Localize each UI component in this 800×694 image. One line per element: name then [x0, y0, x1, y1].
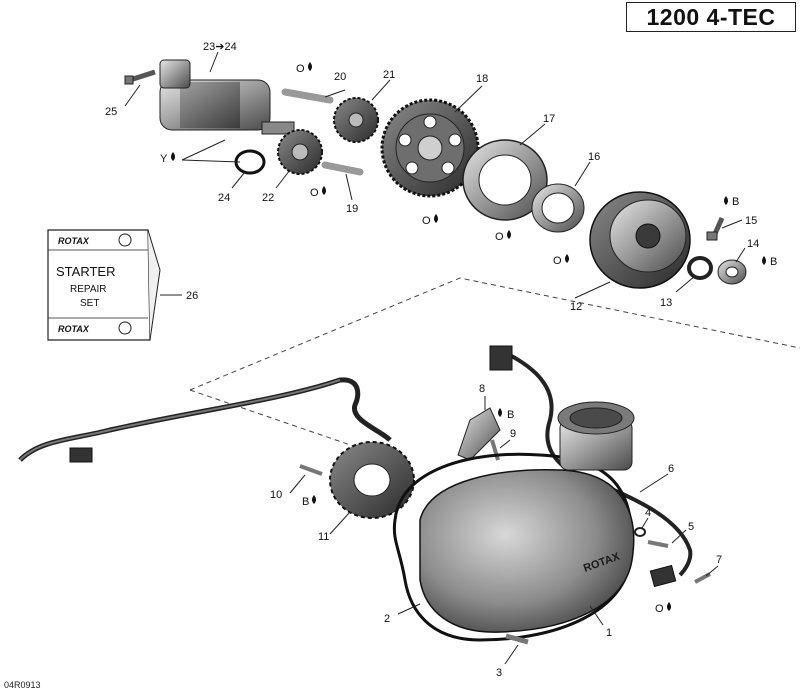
callout-5: 5: [688, 521, 694, 533]
callout-11: 11: [318, 531, 329, 543]
starter-motor: [159, 59, 295, 135]
stator-11: [329, 441, 415, 519]
harness-connector: [69, 447, 93, 463]
oil-drop-icon: [667, 602, 671, 611]
callout-22: 22: [262, 192, 274, 204]
callout-25: 25: [105, 106, 117, 118]
model-title: 1200 4-TEC: [626, 2, 796, 32]
oil-drop-icon: [565, 254, 569, 263]
manual-line3: SET: [80, 298, 99, 309]
loctite-drop-icon: [724, 196, 728, 205]
callout-labels: 1 2 3 4 5 6 7 8 9 10 11 12 13 14 15 16 1…: [105, 41, 759, 679]
callout-20: 20: [334, 71, 346, 83]
loctite-symbol-9: B: [507, 409, 514, 421]
manual-gauge-icon-bottom: [118, 321, 132, 335]
callout-2: 2: [384, 613, 390, 625]
service-symbols: O O O O O O Y B B B B: [160, 62, 777, 615]
manual-brand-bottom: ROTAX: [58, 324, 90, 334]
oil-symbol-16: O: [553, 255, 562, 267]
oil-drop-icon: [308, 62, 312, 71]
nut-14: [717, 259, 747, 285]
callout-7: 7: [716, 554, 722, 566]
grease-drop-icon: [171, 152, 175, 161]
sensor-connector: [489, 345, 513, 371]
screw-7: [694, 572, 711, 584]
oil-symbol-20: O: [296, 63, 305, 75]
callout-14: 14: [747, 238, 759, 250]
loctite-symbol-14: B: [770, 256, 777, 268]
bracket-8: [457, 407, 501, 461]
callout-23-24: 23➔24: [203, 41, 237, 53]
oil-symbol-18: O: [422, 215, 431, 227]
callout-26: 26: [186, 290, 198, 302]
grease-symbol-y: Y: [160, 153, 168, 165]
leader-lines: [124, 51, 746, 665]
manual-brand-top: ROTAX: [58, 236, 90, 246]
ring-gear-18: [380, 98, 480, 198]
manual-line2: REPAIR: [70, 284, 107, 295]
loctite-symbol-15: B: [732, 196, 739, 208]
callout-6: 6: [668, 463, 674, 475]
oil-drop-icon: [507, 230, 511, 239]
sprag-clutch-17: [462, 139, 548, 221]
callout-1: 1: [606, 627, 612, 639]
callout-15: 15: [745, 215, 757, 227]
callout-4: 4: [645, 507, 651, 519]
figure-code: 04R0913: [4, 680, 41, 690]
shaft-19: [321, 161, 364, 176]
sensor-7: [649, 564, 677, 588]
o-ring-24: [234, 149, 266, 175]
shaft-20: [281, 88, 334, 104]
callout-13: 13: [660, 297, 672, 309]
callout-12: 12: [570, 301, 582, 313]
screw-9: [490, 439, 500, 461]
loctite-drop-icon: [312, 495, 316, 504]
callout-8: 8: [479, 383, 485, 395]
screw-15: [706, 216, 725, 241]
loctite-drop-icon: [498, 408, 502, 417]
magneto-cover-1: ROTAX: [419, 401, 635, 633]
bolt-3: [505, 633, 529, 645]
rotor-12: [589, 191, 691, 289]
repair-set-manual-26: ROTAX STARTER REPAIR SET ROTAX: [47, 229, 161, 341]
callout-17: 17: [543, 113, 555, 125]
callout-16: 16: [588, 151, 600, 163]
gear-21: [333, 97, 379, 143]
manual-gauge-icon-top: [118, 233, 132, 247]
callout-24: 24: [218, 192, 230, 204]
oil-symbol-19: O: [310, 187, 319, 199]
bolt-25: [124, 69, 156, 85]
callout-10: 10: [270, 489, 282, 501]
bolt-10: [299, 464, 323, 476]
callout-21: 21: [383, 69, 395, 81]
callout-19: 19: [346, 203, 358, 215]
bearing-16: [531, 183, 585, 233]
callout-9: 9: [510, 428, 516, 440]
loctite-drop-icon: [762, 256, 766, 265]
manual-line1: STARTER: [56, 264, 115, 279]
oil-symbol-7: O: [655, 603, 664, 615]
assembly-guide-line: [189, 277, 800, 391]
washer-4: [634, 527, 646, 537]
oil-drop-icon: [434, 214, 438, 223]
gear-22: [277, 129, 323, 175]
oil-symbol-17: O: [495, 231, 504, 243]
bolt-5: [647, 540, 669, 548]
callout-18: 18: [476, 73, 488, 85]
loctite-symbol-10: B: [302, 496, 309, 508]
washer-13: [687, 256, 713, 280]
oil-drop-icon: [322, 186, 326, 195]
callout-3: 3: [496, 667, 502, 679]
